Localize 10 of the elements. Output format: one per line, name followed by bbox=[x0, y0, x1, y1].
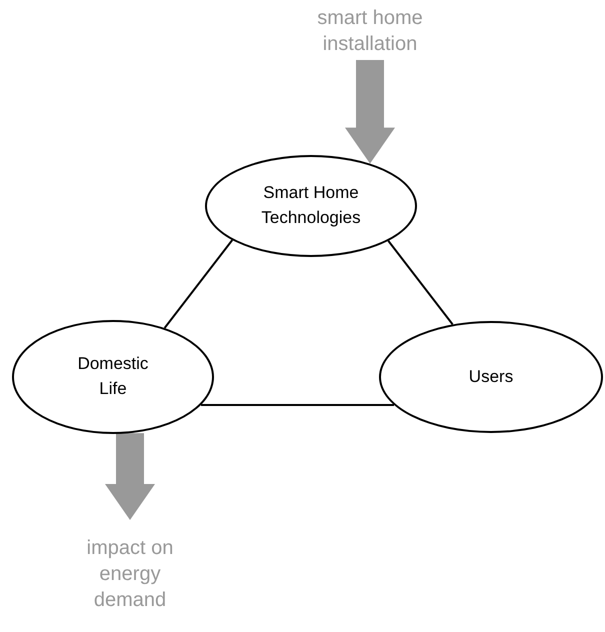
annotation-text: smart home installation bbox=[316, 6, 424, 57]
connector-line bbox=[388, 240, 454, 325]
annotation-text: impact on energy demand bbox=[86, 536, 174, 613]
block-arrow bbox=[345, 60, 395, 164]
node-label: Users bbox=[468, 366, 514, 388]
node-label: Smart Home Technologies bbox=[260, 182, 362, 229]
connector-line bbox=[200, 404, 394, 406]
block-arrow bbox=[105, 433, 155, 520]
node-label: Domestic Life bbox=[76, 353, 150, 400]
connector-line bbox=[164, 240, 233, 329]
